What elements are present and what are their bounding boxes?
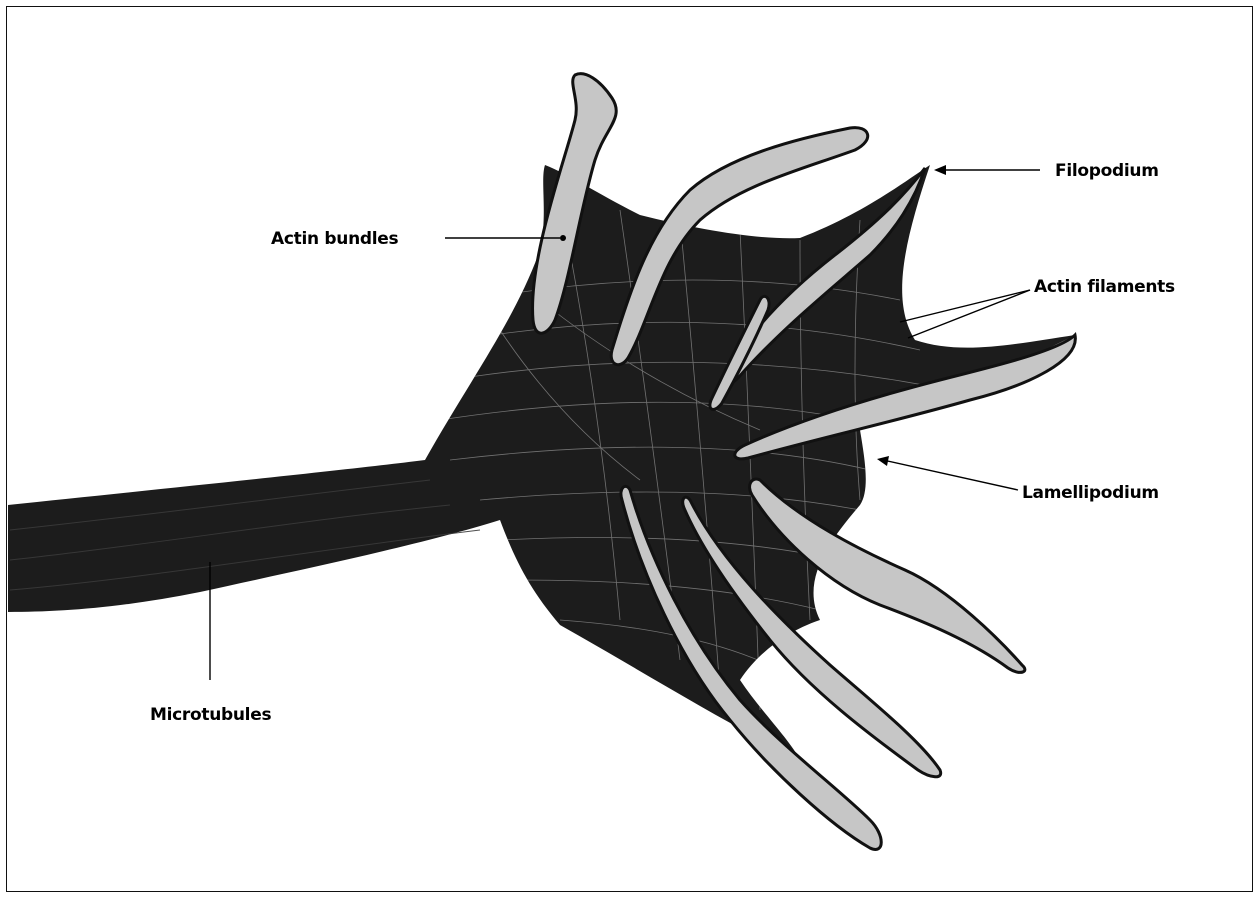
label-actin-bundles: Actin bundles (271, 229, 399, 249)
leader-actin-filaments-2 (908, 290, 1030, 338)
leader-actin-filaments-1 (900, 290, 1030, 322)
label-actin-filaments: Actin filaments (1034, 277, 1175, 297)
arrowhead-lamellipodium (877, 456, 889, 466)
label-filopodium: Filopodium (1055, 161, 1159, 181)
leader-dot (560, 235, 566, 241)
arrowhead-filopodium (934, 165, 946, 175)
leader-lamellipodium (883, 460, 1018, 490)
label-microtubules: Microtubules (150, 705, 271, 725)
label-lamellipodium: Lamellipodium (1022, 483, 1159, 503)
